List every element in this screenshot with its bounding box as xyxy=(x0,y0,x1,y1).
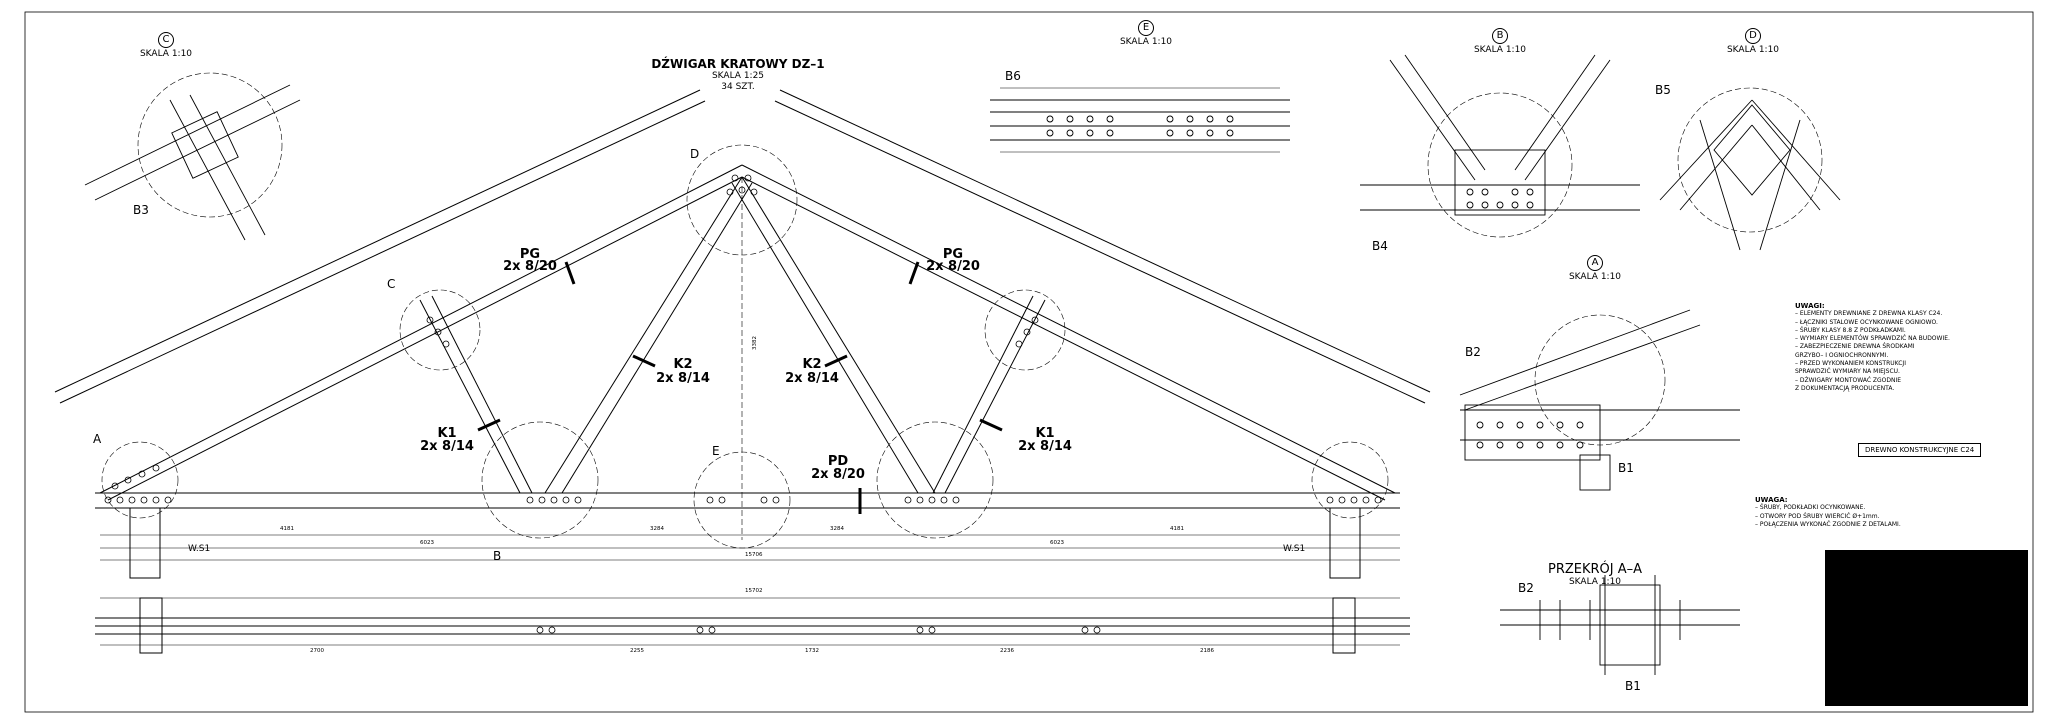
dim-right-seg: 6023 xyxy=(1050,540,1064,546)
section-marker-b1: B1 xyxy=(1625,679,1641,693)
remarks2-line: – ŚRUBY, PODKŁADKI OCYNKOWANE. xyxy=(1755,504,1866,512)
member-pg-left: PG xyxy=(519,247,541,262)
detail-b-scale: SKALA 1:10 xyxy=(1473,45,1527,55)
remarks2-line: – OTWORY POD ŚRUBY WIERCIĆ Ø+1mm. xyxy=(1755,512,1880,520)
dim-height: 3382 xyxy=(752,336,758,350)
remarks-line: – PRZED WYKONANIEM KONSTRUKCJI xyxy=(1795,360,1906,368)
marker-b2: B2 xyxy=(1465,345,1481,359)
marker-b: B xyxy=(493,549,502,563)
detail-c-scale: SKALA 1:10 xyxy=(139,49,193,59)
remarks-line: – ELEMENTY DREWNIANE Z DREWNA KLASY C24. xyxy=(1795,310,1943,318)
marker-b6: B6 xyxy=(1005,69,1021,83)
remarks2-title: UWAGA: xyxy=(1755,496,1788,504)
remarks-line: Z DOKUMENTACJĄ PRODUCENTA. xyxy=(1795,384,1895,392)
detail-d-badge: D xyxy=(1745,28,1761,44)
remarks2-block: UWAGA: – ŚRUBY, PODKŁADKI OCYNKOWANE. – … xyxy=(1755,496,2025,529)
drawing-scale: SKALA 1:25 xyxy=(711,71,765,81)
detail-c-badge: C xyxy=(158,32,174,48)
dim-left-seg: 6023 xyxy=(420,540,434,546)
dim-b-2255: 2255 xyxy=(630,648,644,654)
detail-b-badge: B xyxy=(1492,28,1508,44)
member-pd: PD xyxy=(827,454,849,469)
dim-b-2186: 2186 xyxy=(1200,648,1214,654)
member-k2-right: K2 xyxy=(802,357,822,372)
dim-span: 15706 xyxy=(745,552,763,558)
member-k1-left: K1 xyxy=(437,426,457,441)
wood-class-box: DREWNO KONSTRUKCYJNE C24 xyxy=(1858,443,1982,457)
member-k1-left-size: 2x 8/14 xyxy=(420,439,474,454)
title-block-redacted xyxy=(1825,550,2028,706)
drawing-count: 34 SZT. xyxy=(721,82,755,92)
remarks-line: SPRAWDZIĆ WYMIARY NA MIEJSCU. xyxy=(1795,368,1900,376)
support-ws1-right: W.S1 xyxy=(1283,544,1306,554)
dim-h3: 3284 xyxy=(830,526,844,532)
detail-d-scale: SKALA 1:10 xyxy=(1726,45,1780,55)
member-k1-right: K1 xyxy=(1035,426,1055,441)
remarks-line: – DŹWIGARY MONTOWAĆ ZGODNIE xyxy=(1795,376,1902,384)
remarks-block: UWAGI: – ELEMENTY DREWNIANE Z DREWNA KLA… xyxy=(1795,302,2025,393)
dim-h1: 4181 xyxy=(280,526,294,532)
dim-b-1732: 1732 xyxy=(805,648,819,654)
marker-b3: B3 xyxy=(133,203,149,217)
dim-h4: 4181 xyxy=(1170,526,1184,532)
remarks-line: GRZYBO– I OGNIOCHRONNYMI. xyxy=(1795,351,1889,359)
detail-a-badge: A xyxy=(1587,255,1603,271)
member-pg-left-size: 2x 8/20 xyxy=(503,259,557,274)
remarks-line: – ŚRUBY KLASY 8.8 Z PODKŁADKAMI. xyxy=(1795,326,1906,334)
marker-d: D xyxy=(690,147,700,161)
dim-b-2700: 2700 xyxy=(310,648,324,654)
remarks-line: – ZABEZPIECZENIE DREWNA ŚRODKAMI xyxy=(1795,343,1915,351)
detail-e-scale: SKALA 1:10 xyxy=(1119,37,1173,47)
member-k2-right-size: 2x 8/14 xyxy=(785,371,839,386)
drawing-title: DŹWIGAR KRATOWY DZ–1 xyxy=(651,57,825,71)
marker-b1: B1 xyxy=(1618,461,1634,475)
remarks2-line: – POŁĄCZENIA WYKONAĆ ZGODNIE Z DETALAMI. xyxy=(1755,520,1901,528)
member-k2-left-size: 2x 8/14 xyxy=(656,371,710,386)
remarks-line: – WYMIARY ELEMENTÓW SPRAWDZIĆ NA BUDOWIE… xyxy=(1795,335,1950,343)
marker-e: E xyxy=(712,444,720,458)
member-k1-right-size: 2x 8/14 xyxy=(1018,439,1072,454)
section-marker-b2: B2 xyxy=(1518,581,1534,595)
support-ws1-left: W.S1 xyxy=(188,544,211,554)
dim-b-2236: 2236 xyxy=(1000,648,1014,654)
marker-c: C xyxy=(387,277,396,291)
member-pg-right: PG xyxy=(942,247,964,262)
marker-b5: B5 xyxy=(1655,83,1671,97)
detail-a-scale: SKALA 1:10 xyxy=(1568,272,1622,282)
member-k2-left: K2 xyxy=(673,357,693,372)
remarks-title: UWAGI: xyxy=(1795,302,1825,310)
dim-h2: 3284 xyxy=(650,526,664,532)
marker-b4: B4 xyxy=(1372,239,1388,253)
detail-e-badge: E xyxy=(1138,20,1154,36)
remarks-line: – ŁĄCZNIKI STALOWE OCYNKOWANE OGNIOWO. xyxy=(1795,318,1938,326)
marker-a: A xyxy=(93,432,102,446)
section-scale: SKALA 1:10 xyxy=(1568,577,1622,587)
member-pg-right-size: 2x 8/20 xyxy=(926,259,980,274)
dim-top-len: 15702 xyxy=(745,588,763,594)
member-pd-size: 2x 8/20 xyxy=(811,467,865,482)
section-title: PRZEKRÓJ A–A xyxy=(1547,562,1643,577)
